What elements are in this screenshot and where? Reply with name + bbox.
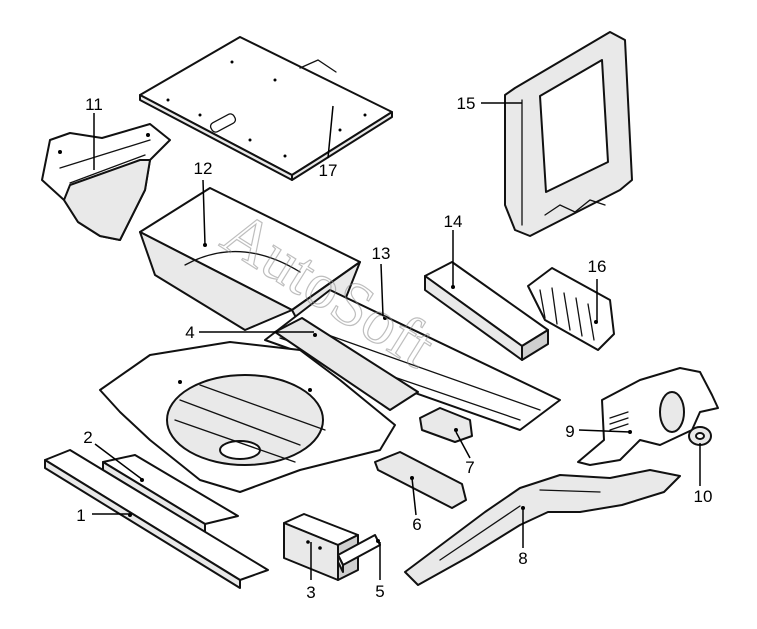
part-3-block [283, 513, 359, 581]
callout-3: 3 [306, 583, 315, 602]
callout-10: 10 [694, 487, 713, 506]
callout-2: 2 [83, 428, 92, 447]
callout-8: 8 [518, 549, 527, 568]
part-4-tunnel-reinforcement [274, 317, 419, 411]
callout-16: 16 [588, 257, 607, 276]
callout-11: 11 [85, 95, 103, 114]
part-15-seat-back [504, 31, 633, 237]
part-17-floor-cover [139, 36, 393, 181]
part-9-wheel-arch [577, 367, 719, 466]
callout-7: 7 [465, 458, 474, 477]
callout-numbers: 1 2 3 4 5 6 7 8 9 10 11 12 13 14 15 16 1… [76, 94, 712, 602]
part-6-longitudinal [374, 451, 467, 509]
part-16-heat-shield [527, 267, 615, 351]
rear-floor-pan [99, 341, 396, 493]
part-11-bracket [41, 123, 171, 241]
part-8-side-rail [404, 469, 681, 586]
part-10-grommet [688, 426, 712, 446]
part-1-rear-sill [44, 449, 269, 589]
part-14-cross-member [424, 261, 549, 361]
callout-15: 15 [457, 94, 476, 113]
leader-lines [92, 102, 701, 580]
part-7-bracket [419, 407, 473, 443]
callout-6: 6 [412, 515, 421, 534]
callout-12: 12 [194, 159, 213, 178]
callout-1: 1 [76, 506, 85, 525]
callout-17: 17 [319, 161, 338, 180]
callout-5: 5 [375, 582, 384, 601]
callout-13: 13 [372, 244, 391, 263]
callout-9: 9 [565, 422, 574, 441]
callout-4: 4 [185, 323, 194, 342]
part-13-floor-panel [264, 289, 561, 431]
callout-14: 14 [444, 212, 463, 231]
